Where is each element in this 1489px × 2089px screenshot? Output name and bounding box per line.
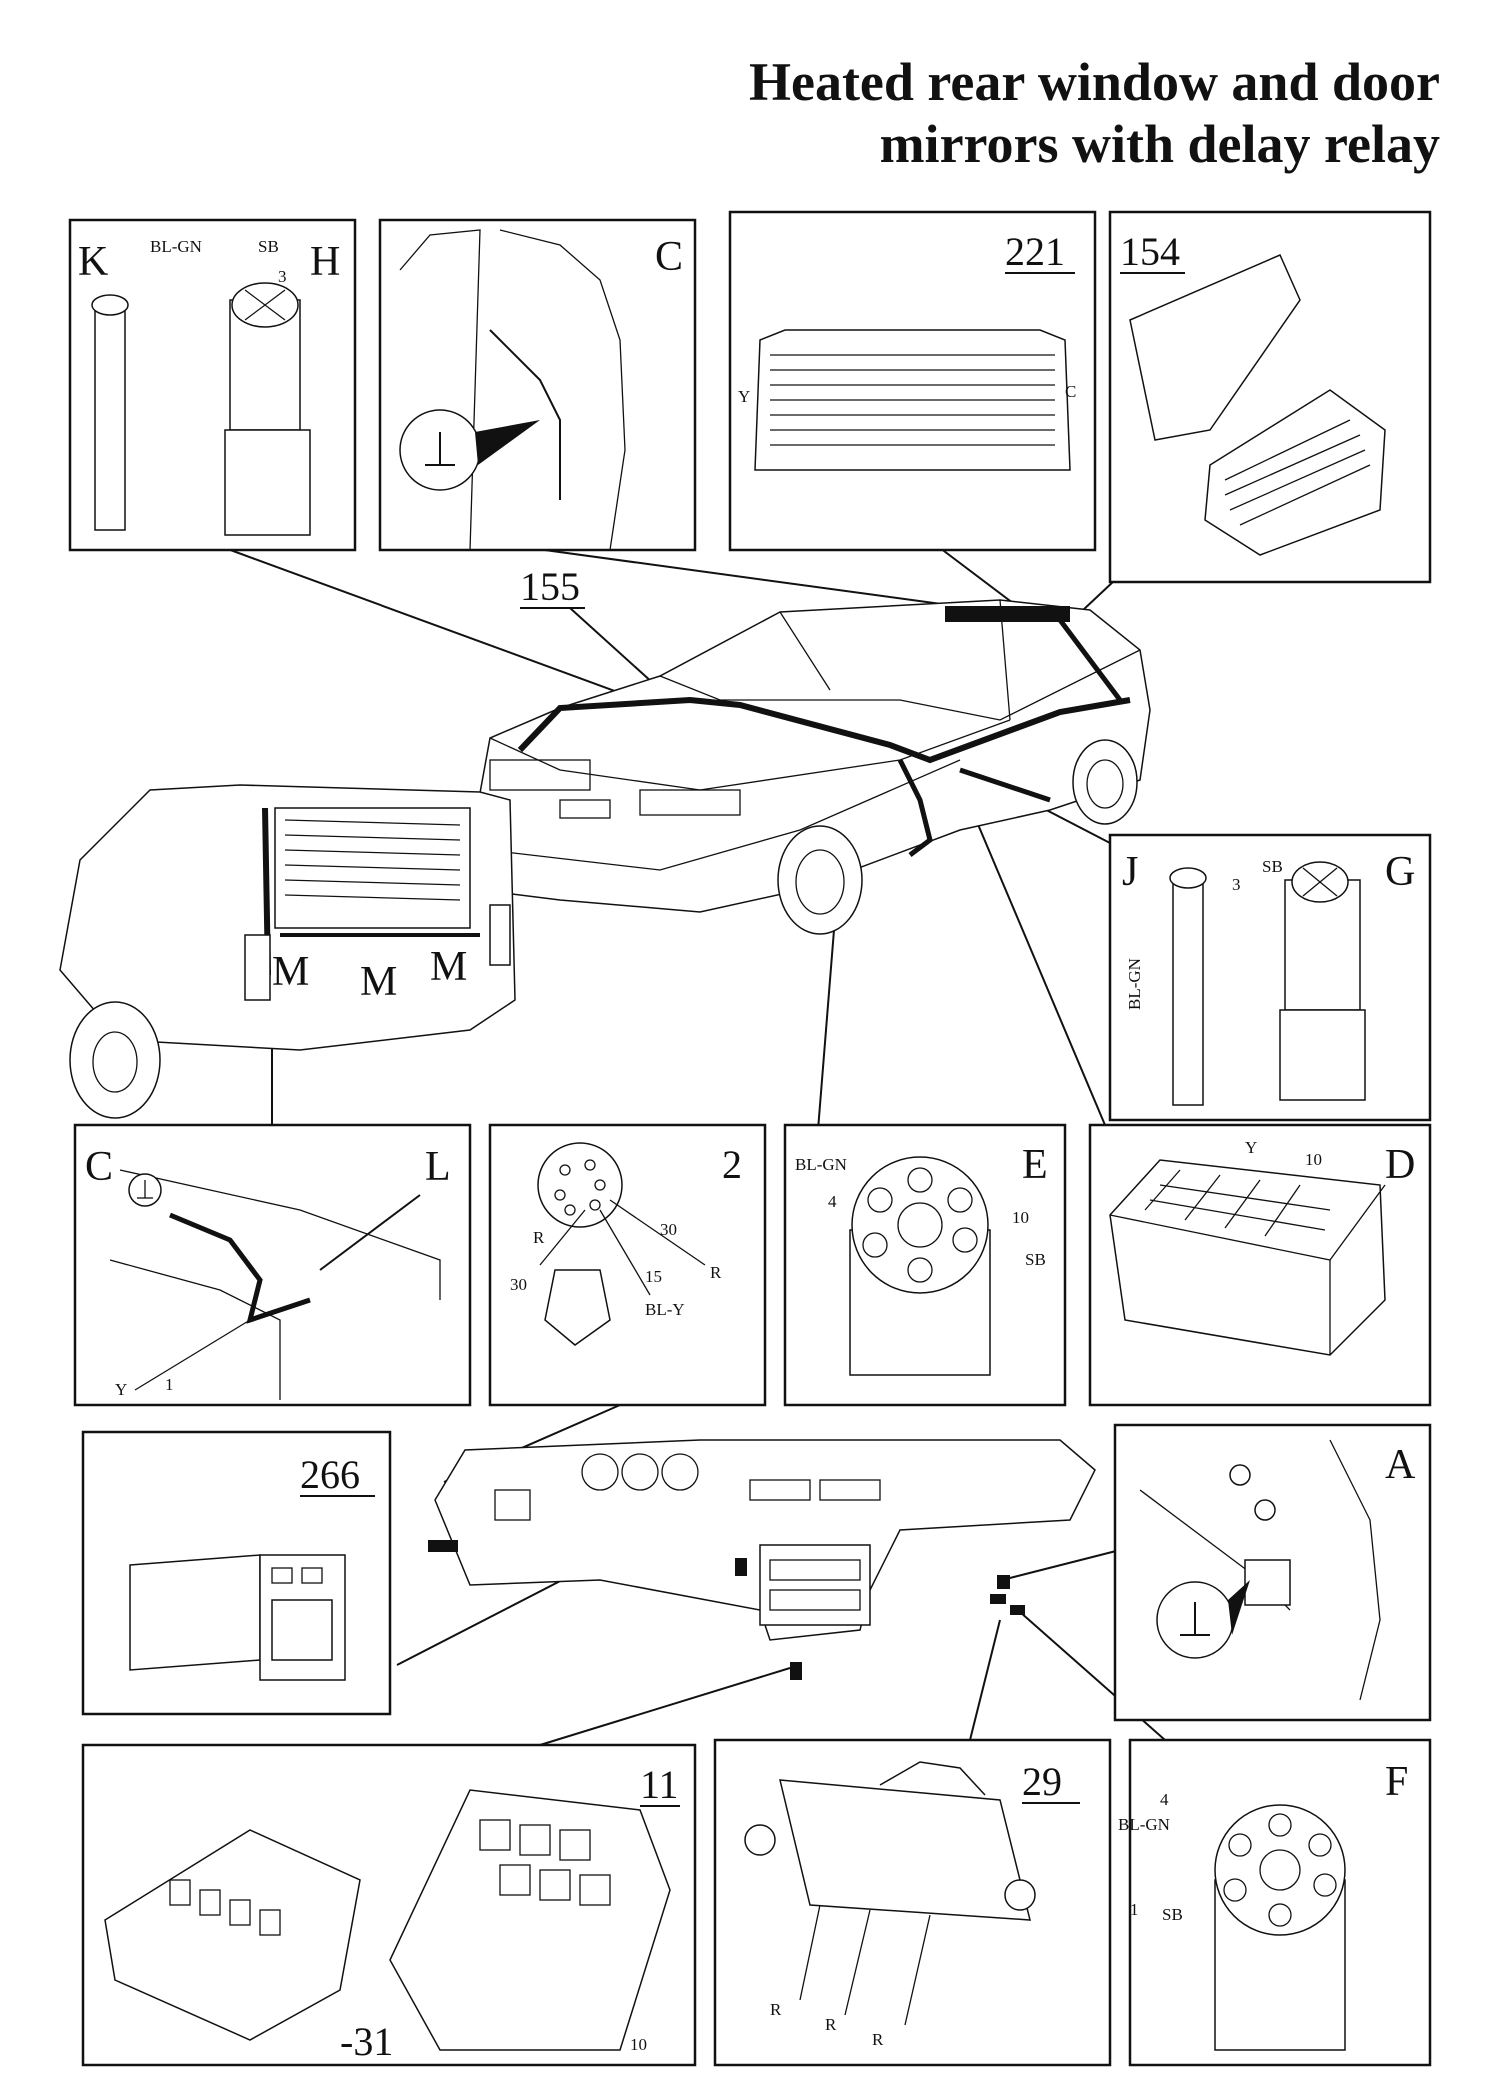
label-c-top: C [655, 234, 683, 280]
wire-bl-gn: BL-GN [150, 237, 202, 256]
dashboard-illustration [428, 1439, 1096, 1680]
panel-connector-d: D Y 10 [1088, 1123, 1432, 1407]
callout-155: 155 [520, 564, 580, 609]
panel-connector-f: F 4 BL-GN 1 SB [1118, 1738, 1432, 2067]
pin-4-e: 4 [828, 1192, 837, 1211]
panel-delay-relay-29: 29 R R R [713, 1738, 1112, 2067]
pin-1-f: 1 [1130, 1900, 1139, 1919]
pin-10-e: 10 [1012, 1208, 1029, 1227]
panel-fuse-box-11: 11 -31 10 [81, 1743, 697, 2067]
label-266: 266 [300, 1452, 360, 1497]
panel-ground-a: A [1113, 1423, 1432, 1722]
wire-sb-f: SB [1162, 1905, 1183, 1924]
panel-connector-e: E BL-GN 4 10 SB [783, 1123, 1067, 1407]
wagon-rear-illustration: M M M [59, 784, 516, 1119]
label-11: 11 [640, 1762, 679, 1807]
wire-r-29c: R [872, 2030, 884, 2049]
wire-bl-y: BL-Y [645, 1300, 685, 1319]
lead-c: C [1065, 382, 1076, 401]
pin-4-f: 4 [1160, 1790, 1169, 1809]
panel-ground-c-top: C [378, 218, 697, 552]
pin-1-cl: 1 [165, 1375, 174, 1394]
wire-bl-gn-jg: BL-GN [1125, 958, 1144, 1010]
label-e: E [1022, 1142, 1048, 1188]
wire-r-29b: R [825, 2015, 837, 2034]
label-j: J [1122, 849, 1138, 895]
wire-sb: SB [258, 237, 279, 256]
wire-r-2: R [710, 1263, 722, 1282]
label-g: G [1385, 849, 1415, 895]
callout-m-2: M [360, 959, 397, 1005]
title-line-1: Heated rear window and door [749, 52, 1440, 112]
label-c-cl: C [85, 1144, 113, 1190]
wire-bl-gn-f: BL-GN [1118, 1815, 1170, 1834]
label-l: L [425, 1144, 451, 1190]
pin-15: 15 [645, 1267, 662, 1286]
pin-3-jg: 3 [1232, 875, 1241, 894]
wire-sb-jg: SB [1262, 857, 1283, 876]
pin-30-b: 30 [510, 1275, 527, 1294]
wire-bl-gn-e: BL-GN [795, 1155, 847, 1174]
panel-mirror-154: 154 [1108, 210, 1432, 584]
wire-sb-e: SB [1025, 1250, 1046, 1269]
panel-connector-k-h: K H BL-GN SB 3 [68, 218, 357, 552]
pin-3: 3 [278, 267, 287, 286]
label-d: D [1385, 1142, 1415, 1188]
callout-m-1: M [272, 949, 309, 995]
wire-y-cl: Y [115, 1380, 127, 1399]
pin-10-fuse: 10 [630, 2035, 647, 2054]
label-k: K [78, 239, 108, 285]
label-2: 2 [722, 1142, 742, 1187]
title-line-2: mirrors with delay relay [880, 114, 1440, 174]
pin-minus-31: -31 [340, 2019, 393, 2064]
lead-y: Y [738, 387, 750, 406]
wire-r-29a: R [770, 2000, 782, 2019]
pin-30-a: 30 [660, 1220, 677, 1239]
label-a: A [1385, 1442, 1416, 1488]
label-29: 29 [1022, 1759, 1062, 1804]
pin-10-d: 10 [1305, 1150, 1322, 1169]
wire-r-1: R [533, 1228, 545, 1247]
panel-ignition-switch-2: 2 R 30 30 R 15 BL-Y [488, 1123, 767, 1407]
wire-y-d: Y [1245, 1138, 1257, 1157]
label-221: 221 [1005, 229, 1065, 274]
panel-rear-window-221: 221 Y C [728, 210, 1097, 552]
panel-switch-266: 266 [81, 1430, 392, 1716]
label-f: F [1385, 1759, 1408, 1805]
label-h: H [310, 239, 340, 285]
label-154: 154 [1120, 229, 1180, 274]
panel-connector-j-g: J G SB 3 BL-GN [1108, 833, 1432, 1122]
sedan-illustration: 155 [469, 564, 1151, 935]
panel-ground-c-l: C L Y 1 [73, 1123, 472, 1407]
callout-m-3: M [430, 944, 467, 990]
